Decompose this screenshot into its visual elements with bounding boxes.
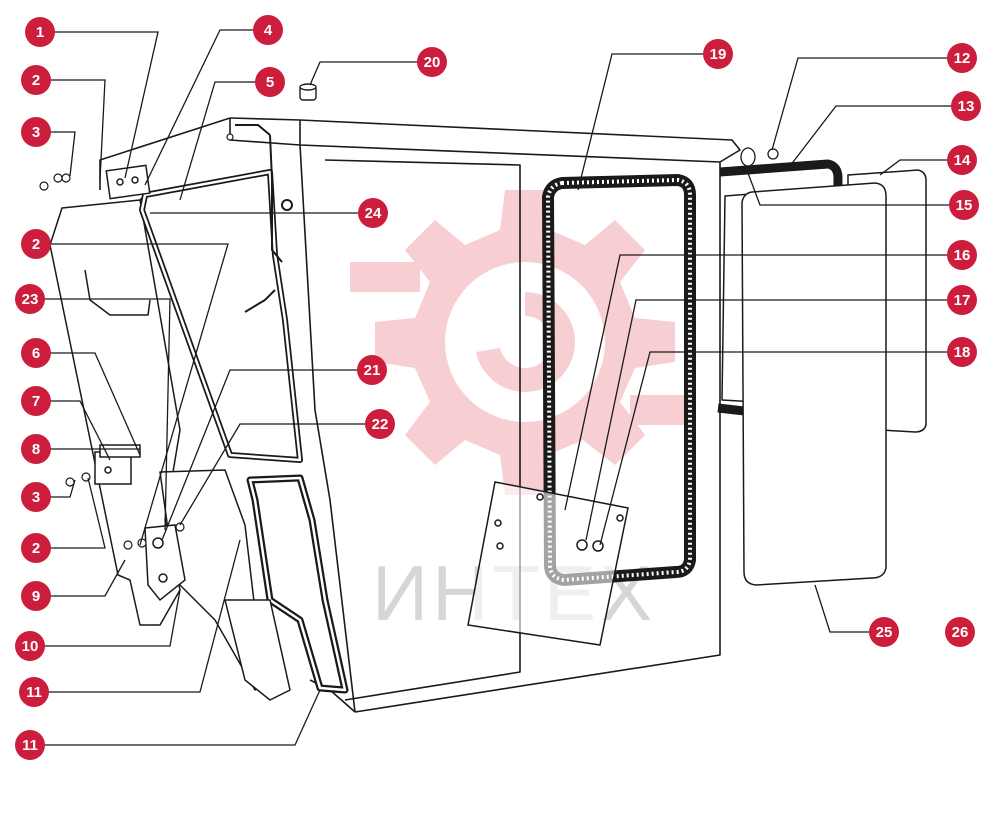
svg-text:20: 20 bbox=[424, 54, 441, 71]
svg-text:2: 2 bbox=[32, 540, 40, 557]
svg-text:21: 21 bbox=[364, 362, 381, 379]
svg-text:8: 8 bbox=[32, 441, 40, 458]
svg-text:1: 1 bbox=[36, 24, 44, 41]
callout-11: 11 bbox=[19, 677, 49, 707]
callout-26: 26 bbox=[945, 617, 975, 647]
svg-text:23: 23 bbox=[22, 291, 39, 308]
svg-text:14: 14 bbox=[954, 152, 971, 169]
svg-text:4: 4 bbox=[264, 22, 273, 39]
svg-text:11: 11 bbox=[26, 684, 42, 701]
watermark-gear-icon bbox=[350, 190, 690, 495]
door-seal-inner bbox=[140, 170, 347, 692]
leader-lines bbox=[30, 29, 966, 746]
svg-text:10: 10 bbox=[22, 638, 39, 655]
callout-7: 7 bbox=[21, 386, 51, 416]
callout-25: 25 bbox=[869, 617, 899, 647]
svg-text:3: 3 bbox=[32, 489, 40, 506]
bolts-left bbox=[39, 133, 234, 550]
callout-8: 8 bbox=[21, 434, 51, 464]
callout-6: 6 bbox=[21, 338, 51, 368]
svg-text:11: 11 bbox=[22, 737, 38, 754]
callout-2: 2 bbox=[21, 533, 51, 563]
callout-3: 3 bbox=[21, 482, 51, 512]
callout-badges: 1 2 3 4 5 2 23 6 7 8 3 2 9 10 11 11 20 2… bbox=[15, 15, 981, 760]
callout-1: 1 bbox=[25, 17, 55, 47]
svg-text:22: 22 bbox=[372, 416, 389, 433]
callout-15: 15 bbox=[949, 190, 979, 220]
door-handle bbox=[235, 124, 293, 313]
svg-text:9: 9 bbox=[32, 588, 40, 605]
svg-text:15: 15 bbox=[956, 197, 973, 214]
callout-9: 9 bbox=[21, 581, 51, 611]
svg-text:26: 26 bbox=[952, 624, 969, 641]
callout-5: 5 bbox=[255, 67, 285, 97]
lower-door-glass bbox=[159, 469, 291, 701]
svg-text:17: 17 bbox=[954, 292, 971, 309]
callout-22: 22 bbox=[365, 409, 395, 439]
svg-text:7: 7 bbox=[32, 393, 40, 410]
svg-text:19: 19 bbox=[710, 46, 727, 63]
svg-text:3: 3 bbox=[32, 124, 40, 141]
part-20-plug bbox=[299, 83, 317, 101]
side-window-glass-inner bbox=[741, 182, 887, 586]
rear-plate bbox=[467, 481, 629, 646]
svg-text:2: 2 bbox=[32, 236, 40, 253]
callout-23: 23 bbox=[15, 284, 45, 314]
callout-21: 21 bbox=[357, 355, 387, 385]
svg-text:2: 2 bbox=[32, 72, 40, 89]
callout-2: 2 bbox=[21, 65, 51, 95]
svg-text:24: 24 bbox=[365, 205, 382, 222]
svg-text:25: 25 bbox=[876, 624, 893, 641]
part-12-pin bbox=[740, 147, 779, 167]
cab-body bbox=[99, 117, 741, 713]
callout-18: 18 bbox=[947, 337, 977, 367]
upper-hinge bbox=[105, 164, 151, 200]
svg-text:16: 16 bbox=[954, 247, 971, 264]
callout-24: 24 bbox=[358, 198, 388, 228]
callout-10: 10 bbox=[15, 631, 45, 661]
callout-4: 4 bbox=[253, 15, 283, 45]
lower-hinge bbox=[94, 444, 141, 485]
callout-3: 3 bbox=[21, 117, 51, 147]
callout-12: 12 bbox=[947, 43, 977, 73]
callout-19: 19 bbox=[703, 39, 733, 69]
svg-text:13: 13 bbox=[958, 98, 975, 115]
callout-13: 13 bbox=[951, 91, 981, 121]
svg-text:12: 12 bbox=[954, 50, 971, 67]
callout-2: 2 bbox=[21, 229, 51, 259]
callout-14: 14 bbox=[947, 145, 977, 175]
svg-text:6: 6 bbox=[32, 345, 40, 362]
callout-20: 20 bbox=[417, 47, 447, 77]
callout-16: 16 bbox=[947, 240, 977, 270]
rear-window-seal bbox=[542, 174, 696, 586]
hinge-plate bbox=[144, 524, 186, 602]
svg-text:18: 18 bbox=[954, 344, 971, 361]
svg-text:5: 5 bbox=[266, 74, 274, 91]
callout-17: 17 bbox=[947, 285, 977, 315]
callout-11: 11 bbox=[15, 730, 45, 760]
